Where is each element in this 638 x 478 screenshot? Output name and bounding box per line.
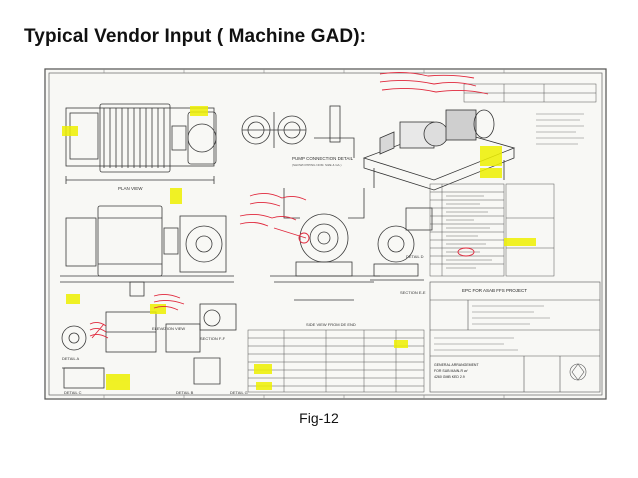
svg-text:PLAN VIEW: PLAN VIEW	[118, 186, 143, 191]
svg-text:SIDE VIEW FROM DE END: SIDE VIEW FROM DE END	[306, 322, 356, 327]
svg-text:ELEVATION VIEW: ELEVATION VIEW	[152, 326, 185, 331]
slide-title: Typical Vendor Input ( Machine GAD):	[24, 26, 367, 47]
yellow-highlights	[62, 106, 536, 390]
pump-connection-detail	[241, 105, 355, 158]
svg-text:DETAIL B: DETAIL B	[176, 390, 194, 395]
svg-text:SECTION E-E: SECTION E-E	[400, 290, 426, 295]
elevation-view	[60, 205, 234, 297]
side-view	[270, 188, 380, 301]
top-right-box	[463, 83, 597, 103]
svg-text:DETAIL D: DETAIL D	[406, 254, 424, 259]
engineering-drawing: PLAN VIEW PUMP CONNECTION DETAIL (SHOWN …	[44, 68, 607, 400]
project-name: EPC FOR ASAB FFS PROJECT	[462, 288, 527, 293]
svg-text:4260 GMB KED 2.9: 4260 GMB KED 2.9	[434, 375, 465, 379]
svg-text:DETAIL C: DETAIL C	[64, 390, 82, 395]
notes-column	[536, 113, 584, 145]
svg-text:DETAIL G: DETAIL G	[230, 390, 248, 395]
bottom-title-block	[429, 281, 601, 393]
svg-text:PUMP CONNECTION DETAIL: PUMP CONNECTION DETAIL	[292, 156, 354, 161]
isometric-view	[362, 109, 516, 191]
figure-caption: Fig-12	[299, 410, 339, 426]
svg-text:GENERAL ARRANGEMENT: GENERAL ARRANGEMENT	[434, 363, 479, 367]
red-markups	[89, 71, 489, 339]
section-ee	[370, 207, 433, 281]
svg-text:(SHOWN PIPING NOM. SIZE & GA.): (SHOWN PIPING NOM. SIZE & GA.)	[292, 163, 342, 167]
svg-text:SECTION F-F: SECTION F-F	[200, 336, 226, 341]
svg-text:FOR SUB MAIN-R w/: FOR SUB MAIN-R w/	[434, 369, 467, 373]
svg-text:DETAIL A: DETAIL A	[62, 356, 79, 361]
